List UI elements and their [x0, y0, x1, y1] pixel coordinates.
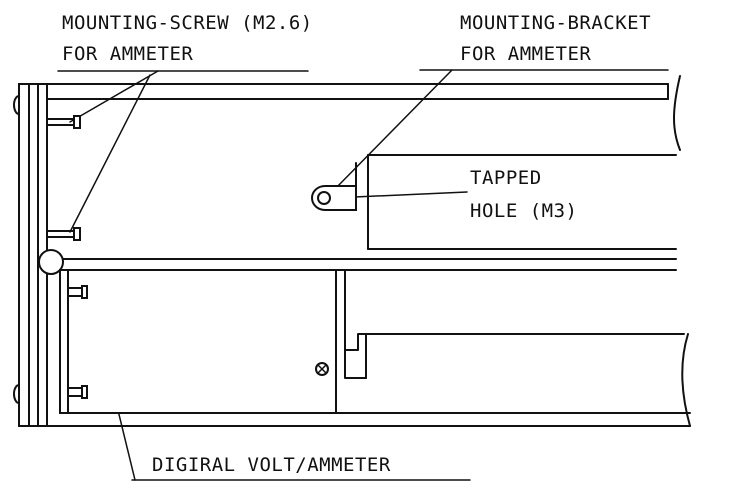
front-knob-bottom: [13, 384, 20, 404]
label-tapped-hole-line1: TAPPED: [470, 167, 542, 189]
meter-pin-bottom-head: [81, 385, 88, 399]
panel-mid-plate: [28, 83, 39, 427]
leader-screw-lower: [69, 74, 151, 233]
meter-case: [59, 269, 337, 414]
break-line-bottom: [681, 333, 691, 427]
tapped-hole: [317, 191, 331, 205]
front-knob-top: [13, 95, 20, 115]
meter-bracket: [315, 269, 685, 379]
break-line-top: [673, 75, 681, 151]
meter-bracket-step: [344, 333, 367, 379]
meter-body: [59, 269, 337, 414]
mounting-screw-upper: [46, 115, 81, 129]
meter-screw-slot-b: [317, 364, 327, 374]
leader-screw-upper: [69, 70, 159, 123]
panel-hinge-circle: [38, 249, 64, 275]
label-tapped-hole-line2: HOLE (M3): [470, 200, 577, 222]
panel-outer-plate: [18, 83, 30, 427]
front-panel: [13, 83, 64, 427]
chassis-middle: [62, 258, 677, 271]
label-mounting-bracket-line1: MOUNTING-BRACKET: [460, 12, 651, 34]
chassis-bottom: [46, 333, 691, 427]
leader-bracket: [332, 69, 453, 192]
mounting-screw-lower: [46, 227, 81, 241]
mounting-bracket: [311, 154, 677, 250]
label-mounting-screw-line1: MOUNTING-SCREW (M2.6): [62, 12, 313, 34]
leaders: [69, 69, 468, 481]
chassis-top: [46, 75, 681, 151]
label-mounting-bracket-line2: FOR AMMETER: [460, 43, 591, 65]
screw-upper-head: [73, 115, 81, 129]
screw-lower-head: [73, 227, 81, 241]
meter-pin-top-head: [81, 285, 88, 299]
label-meter: DIGIRAL VOLT/AMMETER: [152, 454, 391, 476]
label-mounting-screw-line2: FOR AMMETER: [62, 43, 193, 65]
